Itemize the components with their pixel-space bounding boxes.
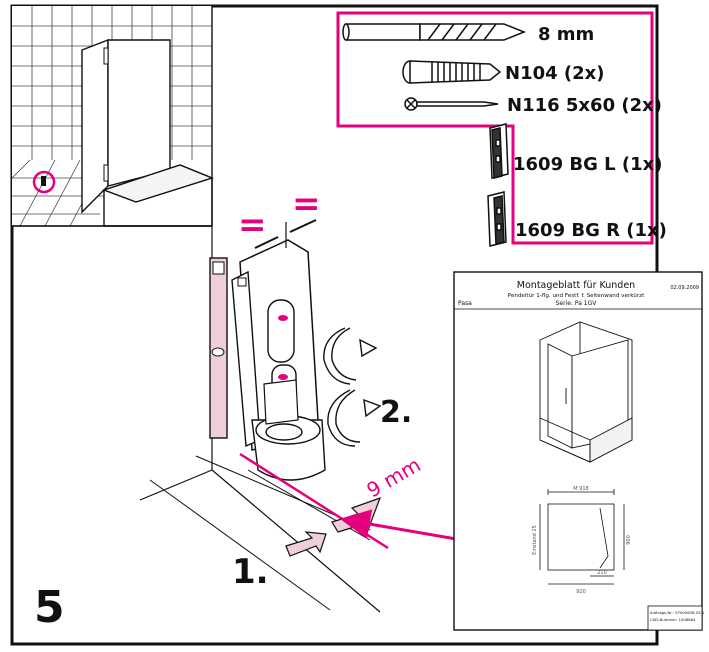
part-label-screw: N116 5x60 (2x) <box>507 95 662 116</box>
part-label-wall-plug: N104 (2x) <box>505 63 605 84</box>
sheet-footer-order: Auftrags-Nr.: 97000636 03-1 <box>650 610 705 615</box>
sheet-subtitle: Pendeltür 1-flg. und Festf. f. Seitenwan… <box>508 293 645 299</box>
part-label-bracket-left: 1609 BG L (1x) <box>513 154 662 175</box>
detail-highlight-circle <box>32 170 56 194</box>
screw-icon <box>404 97 499 111</box>
drill-bit-icon <box>342 23 527 41</box>
wall-bracket-right-icon <box>487 191 507 247</box>
wall-bracket-left-icon <box>489 123 509 179</box>
mounting-sheet: Montageblatt für Kunden 02.09.2009 Pende… <box>453 271 705 631</box>
sheet-dim-side: Einstand 25 <box>532 525 538 555</box>
sheet-dim-right: 900 <box>626 535 632 545</box>
overview-inset <box>11 6 215 227</box>
sheet-left-label: Pasa <box>458 300 472 307</box>
action-label-one: 1. <box>232 552 269 592</box>
sheet-dim-bottom: 920 <box>576 589 586 595</box>
push-arrow-icon <box>285 531 327 557</box>
sheet-title: Montageblatt für Kunden <box>517 280 635 291</box>
wall-plug-icon <box>402 60 502 84</box>
sheet-series: Serie: Pa 1GV <box>556 300 598 307</box>
action-label-two: 2. <box>380 395 412 430</box>
part-label-bracket-right: 1609 BG R (1x) <box>515 220 667 241</box>
sheet-date: 02.09.2009 <box>670 285 699 291</box>
rotation-arrow-icon <box>323 327 378 385</box>
equal-mark-right: = <box>292 184 321 224</box>
spirit-level-icon <box>209 257 228 439</box>
rotation-arrow-icon <box>327 389 382 447</box>
main-detail-drawing: = = 9 mm 1. 2. <box>12 184 463 613</box>
sheet-dim-small: 210 <box>597 570 607 576</box>
sheet-pointer-arrow <box>340 509 463 542</box>
sheet-dim-top: M 918 <box>573 486 588 492</box>
push-arrow-icon <box>331 497 382 533</box>
part-label-drill-bit: 8 mm <box>538 24 594 45</box>
step-number: 5 <box>34 582 65 633</box>
distance-label: 9 mm <box>363 453 425 503</box>
equal-mark-left: = <box>238 205 267 245</box>
parts-list: 8 mm N104 (2x) N116 5x60 (2x) 1609 BG L … <box>336 11 667 247</box>
sheet-plan-view <box>539 489 625 585</box>
sheet-shower-sketch <box>539 321 633 463</box>
sheet-footer-cad: CAD-Nummer: 1006664 <box>650 617 696 622</box>
